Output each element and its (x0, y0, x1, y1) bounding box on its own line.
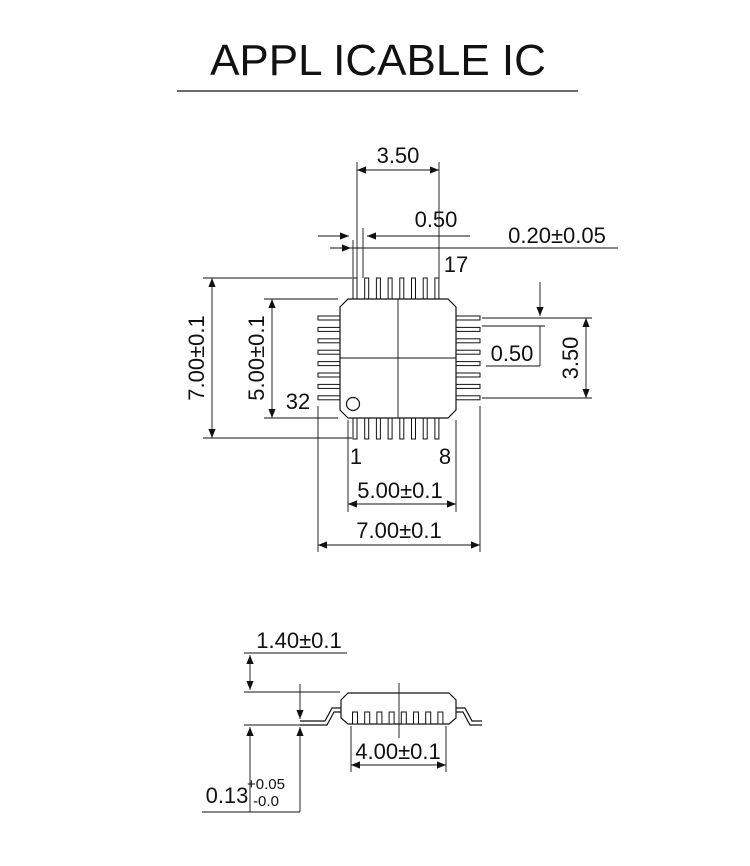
side-pad (425, 711, 432, 725)
pin-bottom (387, 417, 393, 440)
pins-right (455, 315, 481, 401)
side-pad (352, 711, 358, 725)
pin-top (434, 277, 440, 300)
pin-left (317, 395, 341, 401)
pin-bottom (352, 417, 358, 440)
side-pad (364, 711, 371, 725)
pin-bottom (422, 417, 428, 440)
lead-right (456, 707, 482, 722)
dim-height-outer: 7.00±0.1 (184, 315, 209, 400)
pin-right (455, 395, 481, 401)
drawing-title: APPL ICABLE IC (210, 36, 546, 85)
dim-pin-width: 0.20±0.05 (508, 223, 606, 248)
dim-height: 1.40±0.1 (256, 628, 341, 653)
pin-right (455, 383, 481, 389)
side-pads (352, 711, 444, 725)
pin-right (455, 361, 481, 367)
pin-left (317, 383, 341, 389)
pin-right (455, 349, 481, 355)
pin-bottom (399, 417, 405, 440)
side-pad (400, 711, 407, 725)
pin-left (317, 361, 341, 367)
side-body (340, 692, 457, 725)
dim-right-span: 3.50 (558, 337, 583, 380)
pin-8-label: 8 (439, 444, 451, 469)
pin-top (399, 277, 405, 300)
pin-top (364, 277, 370, 300)
pins-bottom (352, 417, 440, 440)
dim-height-inner: 5.00±0.1 (244, 315, 269, 400)
pin-right (455, 372, 481, 378)
pin-left (317, 326, 341, 332)
pin-right (455, 315, 481, 321)
dim-length: 4.00±0.1 (355, 739, 440, 764)
top-view: 3.50 0.50 0.20±0.05 17 7.00±0.1 5.00±0.1… (184, 143, 618, 552)
side-pad (437, 711, 444, 725)
side-pad (413, 711, 419, 725)
pin-top (352, 277, 358, 300)
pin-bottom (364, 417, 370, 440)
dim-pin-pitch: 0.50 (415, 207, 458, 232)
pin-top (422, 277, 428, 300)
pin-top (375, 277, 381, 300)
dim-right-pitch: 0.50 (491, 341, 534, 366)
pin-32-label: 32 (286, 389, 310, 414)
pin-bottom (375, 417, 381, 440)
pin-1-label: 1 (350, 444, 362, 469)
pin-17-label: 17 (444, 252, 468, 277)
pin-top (387, 277, 393, 300)
pin-left (317, 372, 341, 378)
pin-left (317, 315, 341, 321)
side-pad (388, 711, 395, 725)
dim-width-inner: 5.00±0.1 (357, 478, 442, 503)
side-view: 1.40±0.1 0.13 +0.05 -0.0 4.00±0.1 (202, 628, 482, 813)
pin-bottom (434, 417, 440, 440)
dim-pitch-span: 3.50 (377, 143, 420, 168)
pin-left (317, 338, 341, 344)
lead-left (300, 707, 341, 722)
pins-top (352, 277, 440, 300)
package-body (339, 298, 457, 419)
pin-right (455, 338, 481, 344)
dim-standoff-base: 0.13 (206, 783, 249, 808)
pin-bottom (411, 417, 416, 440)
pin-top (411, 277, 416, 300)
pin-left (317, 349, 341, 355)
dim-standoff-minus: -0.0 (253, 793, 279, 810)
dim-width-outer: 7.00±0.1 (356, 518, 441, 543)
side-pad (376, 711, 383, 725)
pin-right (455, 326, 481, 332)
pins-left (317, 315, 341, 401)
dim-standoff-plus: +0.05 (247, 776, 285, 793)
pin1-marker (345, 396, 361, 412)
